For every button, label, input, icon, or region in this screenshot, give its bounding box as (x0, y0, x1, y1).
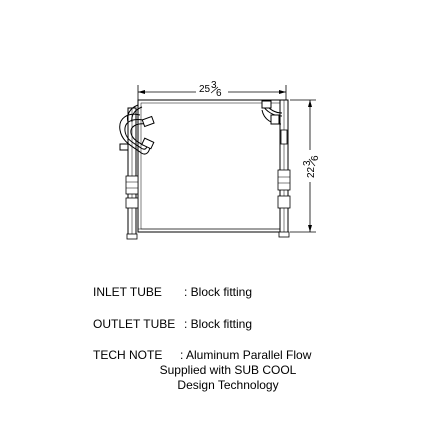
tech-note-value: : Aluminum Parallel Flow (180, 348, 312, 362)
condenser-diagram: 25 3 6 22 3 6 (119, 80, 321, 240)
height-dimension-value: 22 (306, 166, 317, 178)
height-dimension: 22 3 6 (290, 99, 321, 233)
width-dimension-frac-num: 3 (211, 80, 217, 91)
tech-note-line-2: Supplied with SUB COOL (159, 363, 297, 377)
inlet-outlet-tubes (119, 104, 155, 155)
width-dimension-frac-den: 6 (216, 88, 222, 99)
top-right-fitting (261, 100, 283, 125)
inlet-tube-value: : Block fitting (184, 285, 253, 299)
width-dimension-value: 25 (199, 84, 211, 95)
spec-row-outlet: OUTLET TUBE : Block fitting (93, 317, 393, 331)
outlet-tube-value: : Block fitting (184, 317, 253, 331)
outlet-tube-label: OUTLET TUBE (93, 317, 176, 331)
width-dimension: 25 3 6 (137, 80, 287, 100)
inlet-tube-label: INLET TUBE (93, 285, 162, 299)
tech-note-line-3: Design Technology (177, 378, 279, 392)
left-header-tank (125, 107, 139, 240)
right-header-tank (277, 99, 291, 238)
spec-row-tech-note: TECH NOTE : Aluminum Parallel Flow (93, 348, 393, 362)
height-dimension-frac-num: 3 (302, 160, 313, 166)
tech-note-label: TECH NOTE (93, 348, 163, 362)
spec-row-inlet: INLET TUBE : Block fitting (93, 285, 393, 299)
height-dimension-frac-den: 6 (310, 155, 321, 161)
condenser-core (137, 99, 287, 233)
